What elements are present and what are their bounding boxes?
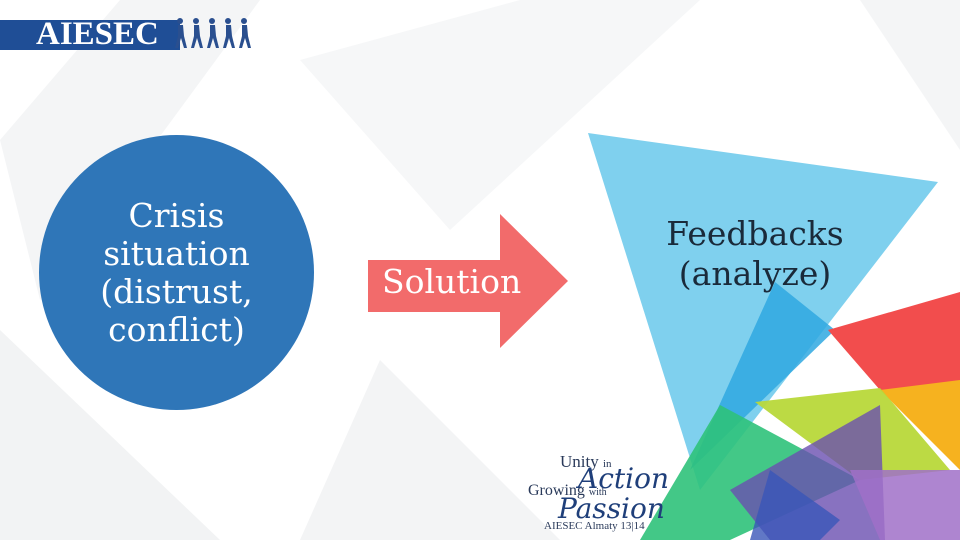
crisis-line-4: conflict): [108, 309, 245, 349]
walking-people-icon: [175, 18, 251, 48]
slogan-action: Action: [578, 462, 669, 495]
slogan-footer: AIESEC Almaty 13|14: [544, 520, 645, 532]
slogan-growing: Growing with: [528, 482, 607, 500]
crisis-line-2: situation: [103, 233, 250, 273]
logo-bar: [0, 20, 180, 50]
feedbacks-line-1: Feedbacks: [666, 214, 844, 253]
slogan: Unity in Action Growing with Passion AIE…: [528, 452, 678, 536]
solution-label: Solution: [382, 262, 522, 301]
solution-arrow: [368, 214, 568, 348]
slogan-in-word: in: [602, 458, 612, 470]
slogan-passion: Passion: [558, 492, 665, 525]
slogan-unity: Unity in: [560, 452, 612, 472]
slogan-with-word: with: [588, 487, 607, 498]
feedbacks-text: Feedbacks (analyze): [640, 214, 870, 294]
logo: AIESEC: [36, 16, 159, 52]
crisis-line-1: Crisis: [128, 195, 225, 235]
crisis-line-3: (distrust,: [100, 271, 253, 311]
crisis-circle: Crisis situation (distrust, conflict): [39, 135, 314, 410]
feedbacks-line-2: (analyze): [678, 254, 832, 293]
slogan-growing-word: Growing: [528, 482, 585, 499]
slogan-unity-word: Unity: [560, 452, 599, 471]
crisis-text: Crisis situation (distrust, conflict): [77, 195, 277, 349]
